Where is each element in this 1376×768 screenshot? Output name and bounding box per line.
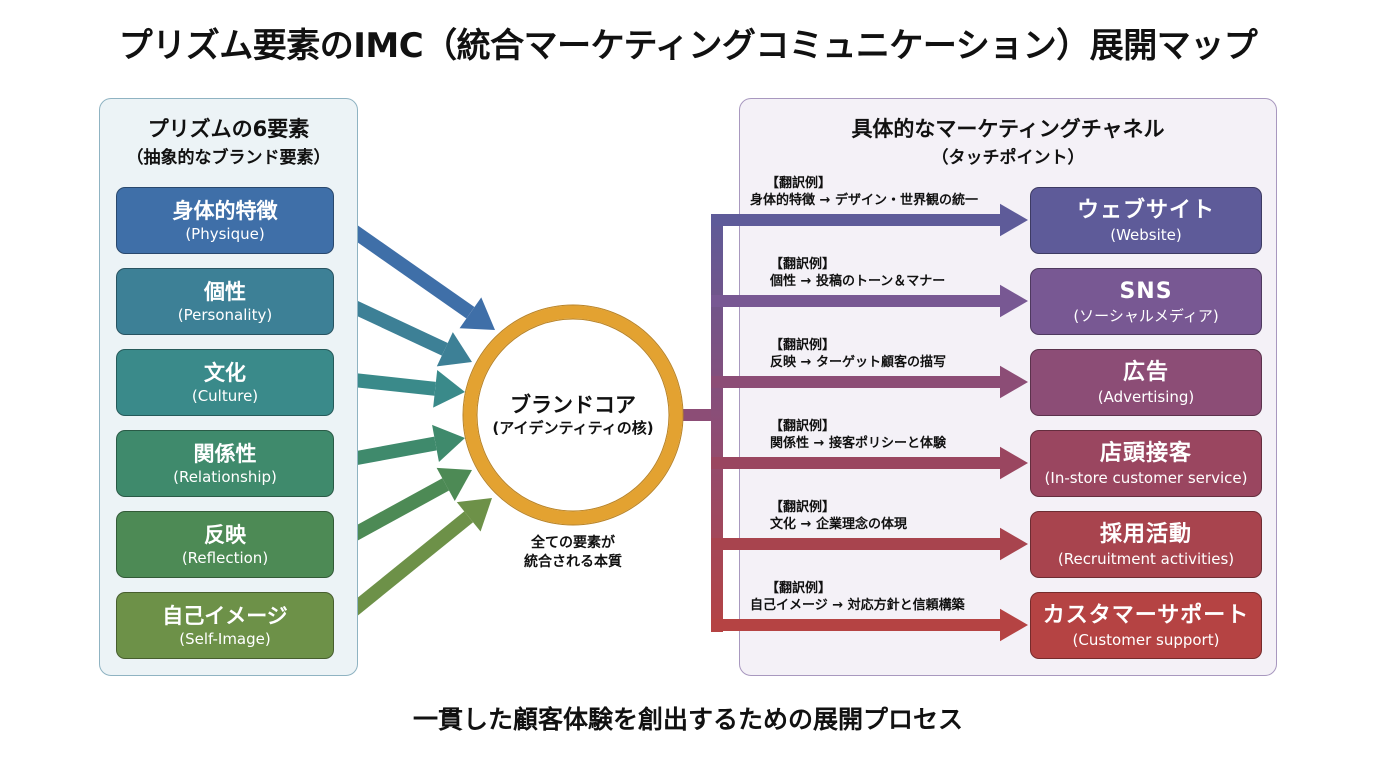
diagram-footer: 一貫した顧客体験を創出するための展開プロセス — [412, 705, 963, 734]
distribution-trunk — [711, 214, 723, 632]
prism-element: 身体的特徴 (Physique) — [116, 187, 334, 254]
element-label-en: (Physique) — [185, 224, 265, 243]
channel-box: 採用活動 (Recruitment activities) — [1030, 511, 1262, 578]
example-text: 関係性 → 接客ポリシーと体験 — [770, 436, 946, 451]
example-tag: 【翻訳例】 — [766, 176, 832, 191]
inbound-arrow-head — [436, 467, 472, 501]
channel-box: カスタマーサポート (Customer support) — [1030, 592, 1262, 659]
example-text: 身体的特徴 → デザイン・世界観の統一 — [750, 193, 978, 208]
channels-panel-subheading: （タッチポイント） — [931, 148, 1085, 168]
example-tag: 【翻訳例】 — [766, 581, 832, 596]
channel-box: SNS (ソーシャルメディア) — [1030, 268, 1262, 335]
element-label-jp: 個性 — [204, 279, 246, 304]
element-label-en: (Culture) — [191, 386, 259, 405]
inbound-arrow-head — [436, 332, 472, 367]
example-text: 自己イメージ → 対応方針と信頼構築 — [750, 598, 965, 613]
channel-label-en: (Recruitment activities) — [1057, 549, 1235, 568]
caption-line-2: 統合される本質 — [524, 554, 622, 570]
inbound-arrow-head — [433, 369, 465, 408]
element-label-en: (Reflection) — [181, 548, 269, 567]
channel-label-en: (In-store customer service) — [1044, 468, 1248, 487]
prism-element: 関係性 (Relationship) — [116, 430, 334, 497]
channel-box: ウェブサイト (Website) — [1030, 187, 1262, 254]
translation-example: 【翻訳例】 身体的特徴 → デザイン・世界観の統一 — [750, 175, 978, 209]
example-tag: 【翻訳例】 — [770, 500, 836, 515]
prism-elements-panel: プリズムの6要素 （抽象的なブランド要素） 身体的特徴 (Physique) 個性… — [99, 98, 358, 676]
brand-core-title: ブランドコア — [510, 393, 636, 417]
prism-element: 自己イメージ (Self-Image) — [116, 592, 334, 659]
example-text: 個性 → 投稿のトーン＆マナー — [770, 274, 946, 289]
channel-box: 店頭接客 (In-store customer service) — [1030, 430, 1262, 497]
prism-element: 反映 (Reflection) — [116, 511, 334, 578]
element-label-en: (Relationship) — [173, 467, 277, 486]
channel-label-jp: ウェブサイト — [1076, 197, 1215, 223]
element-label-jp: 自己イメージ — [162, 603, 288, 628]
element-label-jp: 反映 — [204, 522, 246, 547]
prism-element: 文化 (Culture) — [116, 349, 334, 416]
channel-label-jp: SNS — [1119, 278, 1173, 304]
example-text: 文化 → 企業理念の体現 — [770, 517, 907, 532]
element-label-jp: 身体的特徴 — [172, 198, 278, 223]
translation-example: 【翻訳例】 関係性 → 接客ポリシーと体験 — [770, 418, 946, 452]
inbound-arrow-head — [459, 297, 495, 330]
brand-core: ブランドコア (アイデンティティの核) — [470, 392, 676, 438]
example-tag: 【翻訳例】 — [770, 257, 836, 272]
diagram-title: プリズム要素のIMC（統合マーケティングコミュニケーション）展開マップ — [118, 26, 1258, 66]
example-text: 反映 → ターゲット顧客の描写 — [770, 355, 946, 370]
element-label-en: (Self-Image) — [179, 629, 271, 648]
element-label-jp: 関係性 — [193, 441, 257, 466]
inbound-arrow-head — [432, 424, 465, 463]
channel-label-en: (Website) — [1110, 225, 1182, 244]
translation-example: 【翻訳例】 自己イメージ → 対応方針と信頼構築 — [750, 580, 965, 614]
element-label-jp: 文化 — [204, 360, 246, 385]
channel-label-jp: 採用活動 — [1099, 521, 1192, 547]
prism-panel-subheading: （抽象的なブランド要素） — [126, 148, 331, 168]
channel-box: 広告 (Advertising) — [1030, 349, 1262, 416]
channel-label-en: (ソーシャルメディア) — [1073, 306, 1219, 325]
translation-example: 【翻訳例】 個性 → 投稿のトーン＆マナー — [770, 256, 945, 290]
channel-label-jp: 店頭接客 — [1099, 440, 1192, 466]
channel-label-jp: 広告 — [1122, 359, 1169, 385]
translation-example: 【翻訳例】 文化 → 企業理念の体現 — [770, 499, 907, 533]
brand-core-caption: 全ての要素が 統合される本質 — [490, 534, 656, 572]
marketing-channels-panel: 具体的なマーケティングチャネル （タッチポイント） ウェブサイト (Websit… — [739, 98, 1277, 676]
brand-core-subtitle: (アイデンティティの核) — [492, 419, 654, 437]
channel-label-en: (Customer support) — [1072, 630, 1220, 649]
channel-label-jp: カスタマーサポート — [1042, 602, 1250, 628]
element-label-en: (Personality) — [177, 305, 273, 324]
prism-element: 個性 (Personality) — [116, 268, 334, 335]
example-tag: 【翻訳例】 — [770, 338, 836, 353]
channel-label-en: (Advertising) — [1097, 387, 1195, 406]
translation-example: 【翻訳例】 反映 → ターゲット顧客の描写 — [770, 337, 946, 371]
prism-panel-heading: プリズムの6要素 — [147, 117, 310, 141]
caption-line-1: 全ての要素が — [531, 535, 615, 551]
example-tag: 【翻訳例】 — [770, 419, 836, 434]
channels-panel-heading: 具体的なマーケティングチャネル — [851, 117, 1165, 141]
inbound-arrow-head — [456, 498, 492, 532]
